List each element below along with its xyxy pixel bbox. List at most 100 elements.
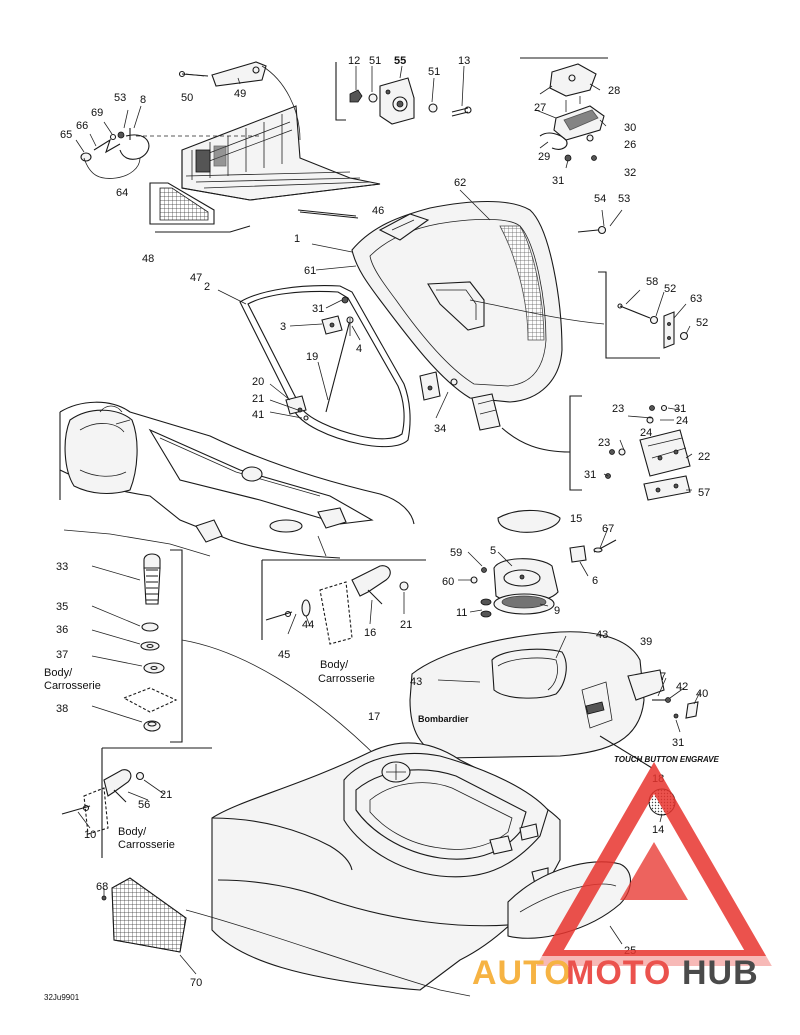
cover-plate — [497, 509, 561, 533]
label-31-mid: 31 — [312, 303, 324, 315]
connector-6 — [569, 545, 587, 563]
bracket-right-upper — [598, 271, 660, 359]
watermark-auto: AUTO — [472, 954, 572, 992]
label-70: 70 — [190, 977, 202, 989]
screw-23a — [649, 405, 655, 411]
washer-52b — [679, 331, 689, 341]
label-44: 44 — [302, 619, 314, 631]
body-note-bottom-1: Body/ — [118, 826, 147, 838]
washer-36 — [140, 641, 160, 651]
fastener-33 — [143, 553, 161, 605]
strip-47 — [155, 225, 251, 233]
label-41: 41 — [252, 409, 264, 421]
washer-21-center — [399, 581, 409, 591]
label-56: 56 — [138, 799, 150, 811]
storage-tray — [181, 105, 381, 201]
label-28: 28 — [608, 85, 620, 97]
screw-42 — [652, 697, 671, 703]
label-65: 65 — [60, 129, 72, 141]
strap-16 — [351, 565, 391, 605]
bracket-line-top — [335, 62, 346, 121]
label-50: 50 — [181, 92, 193, 104]
label-31a: 31 — [674, 403, 686, 415]
screw-10 — [61, 804, 91, 815]
watermark-hub: HUB — [682, 954, 759, 992]
body-note-center-1: Body/ — [320, 659, 349, 671]
latch-30 — [553, 105, 605, 141]
label-32: 32 — [624, 167, 636, 179]
sticker-decal-text: TOUCH BUTTON ENGRAVE — [614, 755, 720, 764]
body-panel-left — [122, 687, 178, 713]
leader-stack-curve — [181, 639, 381, 761]
lid-window — [427, 281, 485, 331]
label-40: 40 — [696, 688, 708, 700]
bolt-lid — [450, 378, 458, 386]
leader-bottom — [179, 954, 197, 975]
label-45: 45 — [278, 649, 290, 661]
label-38: 38 — [56, 703, 68, 715]
bracket-left-stack — [170, 549, 183, 743]
body-note-center-2: Carrosserie — [318, 673, 375, 685]
washer-51a — [368, 93, 378, 103]
body-note-left-1: Body/ — [44, 667, 73, 679]
label-53: 53 — [114, 92, 126, 104]
label-22: 22 — [698, 451, 710, 463]
body-panel-bottom — [83, 787, 109, 835]
lid-frame-61 — [351, 201, 563, 403]
screw-45 — [265, 610, 293, 621]
washer-31a — [660, 404, 668, 412]
label-31-top: 31 — [552, 175, 564, 187]
label-52b: 52 — [696, 317, 708, 329]
cable-29 — [539, 132, 568, 150]
label-9: 9 — [554, 605, 560, 617]
label-15: 15 — [570, 513, 582, 525]
washer-24a — [646, 416, 654, 424]
washer-69 — [109, 133, 117, 141]
label-10: 10 — [84, 829, 96, 841]
hull-upper-section — [59, 401, 415, 559]
drawing-code: 32Ju9901 — [44, 993, 80, 1002]
label-35: 35 — [56, 601, 68, 613]
label-52a: 52 — [664, 283, 676, 295]
label-53-right: 53 — [618, 193, 630, 205]
loop-64 — [83, 157, 141, 179]
label-3: 3 — [280, 321, 286, 333]
nut-12 — [349, 89, 363, 103]
screw-59 — [481, 567, 487, 573]
stud-58 — [617, 303, 651, 319]
label-64: 64 — [116, 187, 128, 199]
label-62: 62 — [454, 177, 466, 189]
leader-lines — [75, 65, 701, 945]
latch-hook-8 — [119, 128, 150, 160]
nut-11 — [480, 598, 492, 618]
label-51b: 51 — [428, 66, 440, 78]
grommet-26 — [586, 134, 594, 142]
washer-37 — [143, 662, 165, 674]
label-49: 49 — [234, 88, 246, 100]
label-16: 16 — [364, 627, 376, 639]
nut-21-upper — [297, 407, 303, 413]
nut-35 — [141, 622, 159, 632]
label-11: 11 — [456, 607, 467, 619]
label-57: 57 — [698, 487, 710, 499]
label-21-upper: 21 — [252, 393, 264, 405]
screw-31-console — [673, 713, 679, 719]
label-34: 34 — [434, 423, 446, 435]
body-note-left-2: Carrosserie — [44, 680, 101, 692]
label-33: 33 — [56, 561, 68, 573]
label-4: 4 — [356, 343, 362, 355]
label-14: 14 — [652, 824, 664, 836]
label-19: 19 — [306, 351, 318, 363]
label-21-bottom: 21 — [160, 789, 172, 801]
screw-31-mid — [341, 296, 349, 304]
label-55: 55 — [394, 55, 406, 67]
hinge-57 — [643, 475, 691, 501]
brand-decal-text: Bombardier — [418, 714, 469, 724]
hinge-55 — [379, 77, 415, 125]
label-66: 66 — [76, 120, 88, 132]
leader-hull-down — [317, 535, 327, 557]
label-46: 46 — [372, 205, 384, 217]
hinge-34 — [419, 371, 441, 401]
label-36: 36 — [56, 624, 68, 636]
label-24a: 24 — [676, 415, 688, 427]
